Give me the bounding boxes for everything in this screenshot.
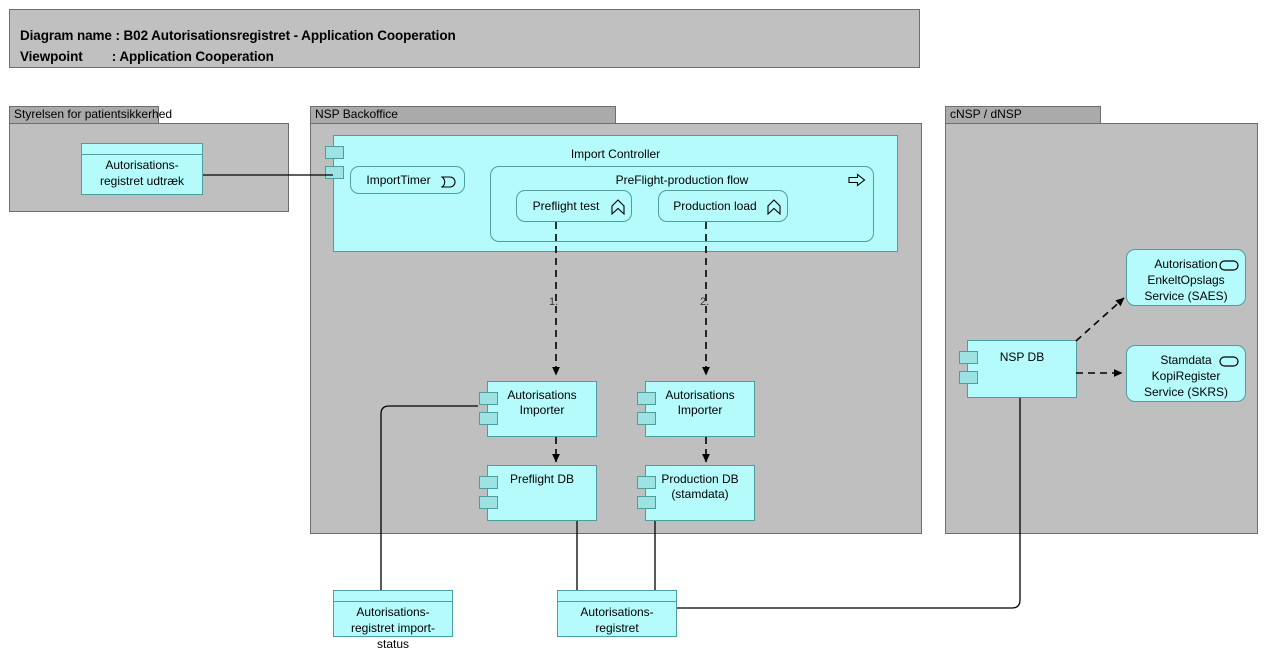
component-ports [637,392,656,432]
component-port-bottom [959,371,978,384]
application-function-preflight-test[interactable]: Preflight test [516,190,632,222]
component-ports [637,476,656,516]
application-component-preflight-db[interactable]: Preflight DB [479,465,597,521]
component-port-top [637,476,656,489]
component-ports [479,392,498,432]
data-object-header-bar [82,144,202,155]
data-object-label: Autorisations- registret [580,605,654,635]
connection-label-2: 2. [700,296,710,308]
production-load-label: Production load [673,199,757,213]
data-object-autorisationsregistret-udtraek[interactable]: Autorisations- registret udtræk [81,143,203,195]
group-tab-nsp-backoffice [310,106,616,124]
group-label-nsp-backoffice: NSP Backoffice [315,107,398,121]
component-label: Autorisations Importer [507,388,577,417]
group-label-styrelsen: Styrelsen for patientsikkerhed [14,107,173,121]
application-process-preflight-production-flow[interactable]: PreFlight-production flow [490,166,874,242]
component-port-bottom [325,166,344,179]
component-port-top [959,351,978,364]
data-object-header-bar [558,591,676,602]
application-component-autorisations-importer-preflight[interactable]: Autorisations Importer [479,381,597,437]
application-component-nsp-db[interactable]: NSP DB [959,340,1077,398]
application-service-icon [1219,354,1239,372]
component-port-bottom [637,412,656,425]
group-cnsp-dnsp [945,106,1258,534]
data-object-autorisationsregistret-import-status[interactable]: Autorisations- registret import- status [333,590,453,651]
application-component-production-db[interactable]: Production DB (stamdata) [637,465,755,521]
data-object-autorisationsregistret[interactable]: Autorisations- registret [557,590,677,637]
data-object-header-bar [334,591,452,602]
component-ports [479,476,498,516]
group-tab-cnsp-dnsp [945,106,1101,124]
saes-label: Autorisation EnkeltOpslags Service (SAES… [1144,257,1228,303]
component-ports [959,351,978,391]
component-label: Autorisations Importer [665,388,735,417]
viewpoint-text: Viewpoint : Application Cooperation [20,49,274,64]
skrs-label: Stamdata KopiRegister Service (SKRS) [1143,353,1229,399]
group-body-cnsp-dnsp [945,123,1258,534]
component-port-top [479,476,498,489]
preflight-test-label: Preflight test [532,199,600,213]
application-component-autorisations-importer-production[interactable]: Autorisations Importer [637,381,755,437]
component-port-top [637,392,656,405]
application-function-icon [611,199,625,220]
component-port-top [325,146,344,159]
component-port-bottom [479,496,498,509]
component-label: Production DB (stamdata) [661,472,739,501]
diagram-title-box: Diagram name : B02 Autorisationsregistre… [9,9,920,68]
component-label: Preflight DB [509,472,575,486]
application-service-icon [1219,258,1239,276]
application-process-icon [848,173,866,192]
group-tab-styrelsen [9,106,159,124]
group-label-cnsp-dnsp: cNSP / dNSP [950,107,1022,121]
application-event-importtimer[interactable]: ImportTimer [350,166,465,194]
component-label: NSP DB [999,350,1045,364]
component-port-top [479,392,498,405]
import-controller-label: Import Controller [570,147,661,161]
component-port-bottom [479,412,498,425]
application-service-skrs[interactable]: Stamdata KopiRegister Service (SKRS) [1126,345,1246,402]
application-function-icon [767,199,781,220]
data-object-label: Autorisations- registret udtræk [99,158,185,188]
application-service-saes[interactable]: Autorisation EnkeltOpslags Service (SAES… [1126,249,1246,306]
component-ports [325,146,344,186]
importtimer-label: ImportTimer [366,173,431,187]
preflight-production-flow-label: PreFlight-production flow [615,173,749,187]
diagram-name-text: Diagram name : B02 Autorisationsregistre… [20,28,456,43]
component-port-bottom [637,496,656,509]
data-object-label: Autorisations- registret import- status [350,605,436,651]
application-function-production-load[interactable]: Production load [658,190,788,222]
application-event-icon [440,175,457,193]
connection-label-1: 1. [549,296,559,308]
